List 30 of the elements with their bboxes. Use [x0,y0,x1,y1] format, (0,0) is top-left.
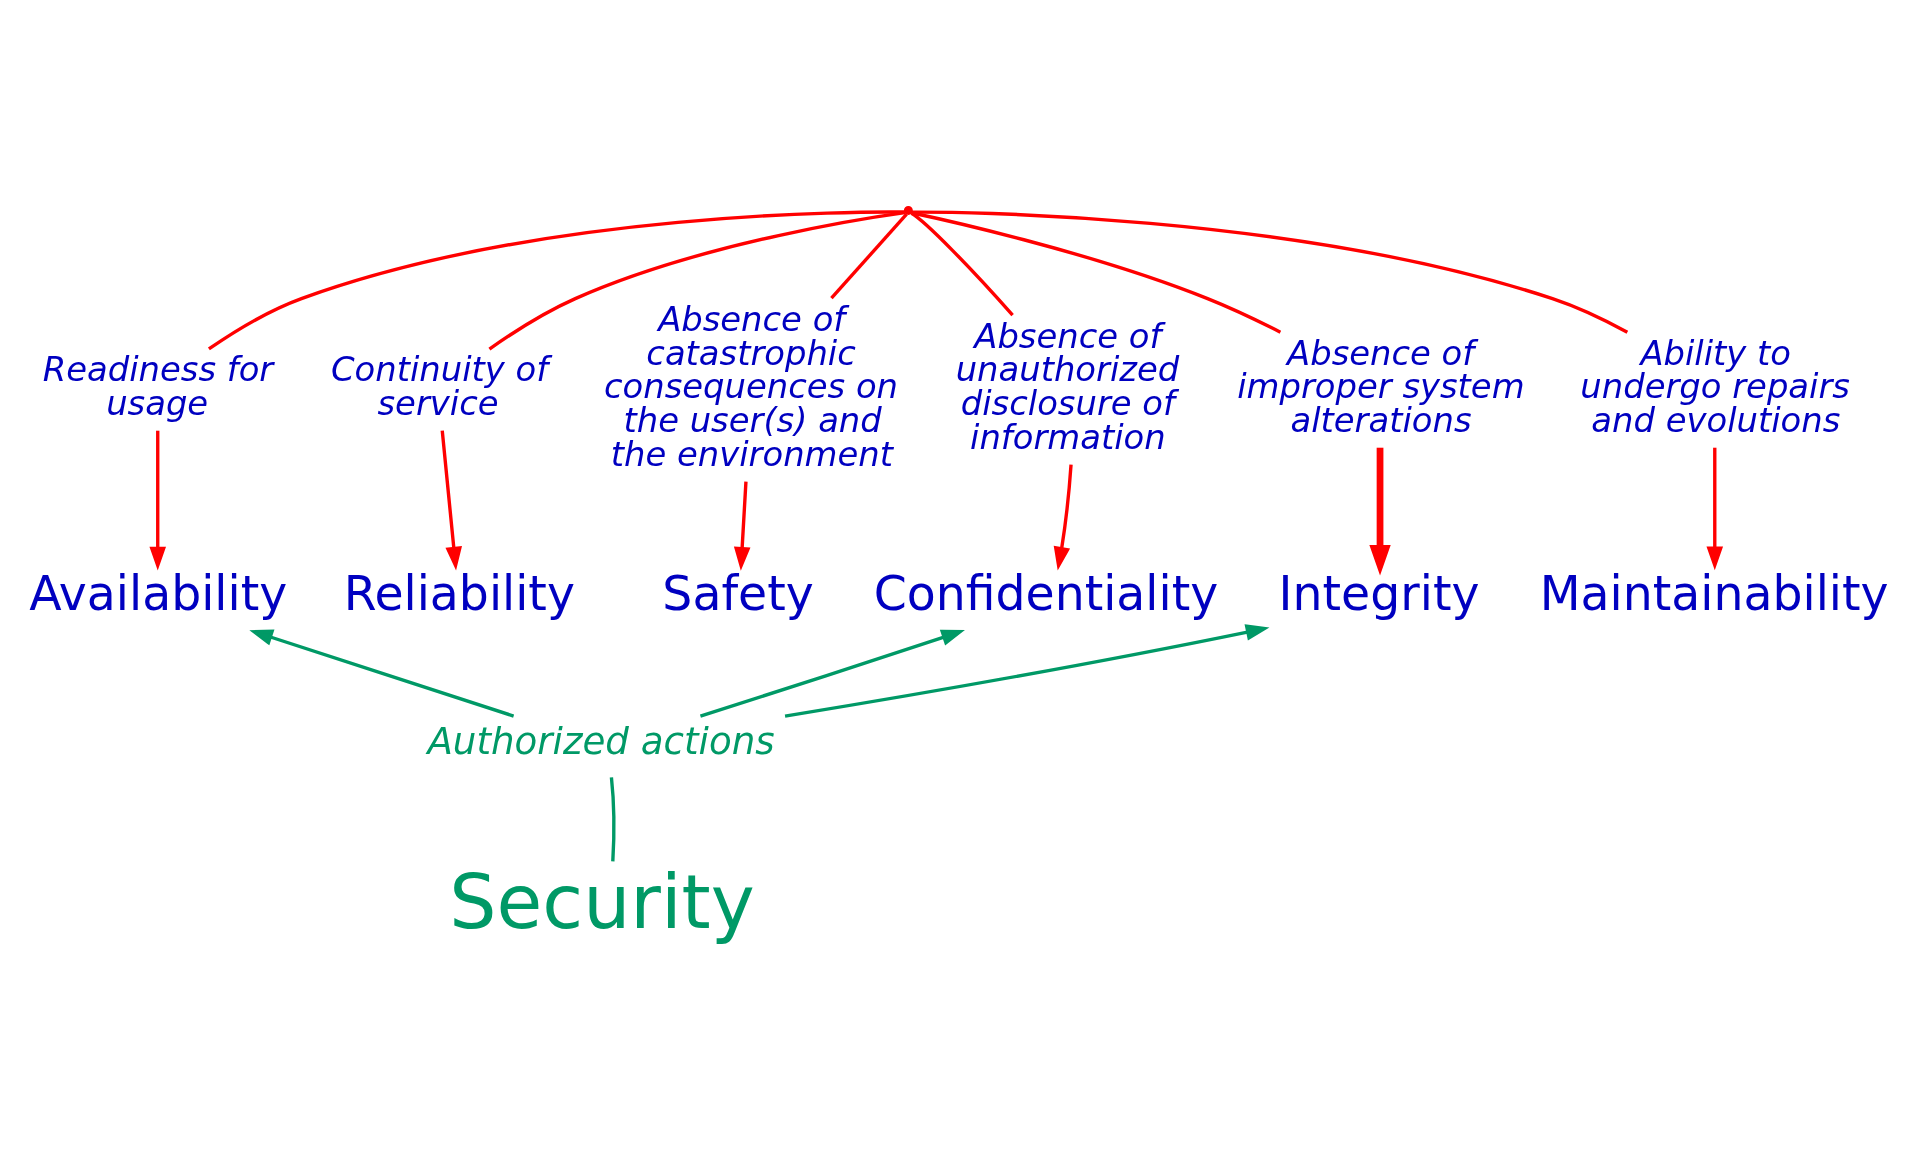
node-text: Authorized actions [427,719,775,764]
arrow [1706,447,1724,571]
arrow [733,481,751,571]
node-text: Safety [662,566,814,622]
arrow [149,430,167,571]
arrow [440,430,462,571]
arrow [1053,464,1073,571]
connector [207,210,905,351]
arrow [1369,447,1391,576]
connector [910,211,1014,317]
node-text: Absence of improper system alterations [1237,333,1525,441]
connector [488,210,906,351]
connector [912,210,1629,334]
node-text: Maintainability [1539,566,1889,622]
node-text: Absence of catastrophic consequences on the user(s) and the environment [604,299,899,474]
node-text: Integrity [1278,566,1480,622]
arrow [249,629,515,718]
node-text: Confidentiality [873,566,1219,622]
node-text: Absence of unauthorized disclosure of information [955,316,1180,458]
connector [830,212,908,300]
arrow [784,624,1270,718]
node-text: Availability [29,566,288,622]
node-text: Security [449,858,755,946]
connector [609,777,616,862]
connector [911,211,1282,334]
arrow [699,629,965,718]
node-text: Reliability [343,566,575,622]
node-text: Readiness for usage [42,350,274,424]
node-point [903,205,913,215]
node-text: Ability to undergo repairs and evolutions [1580,333,1850,441]
